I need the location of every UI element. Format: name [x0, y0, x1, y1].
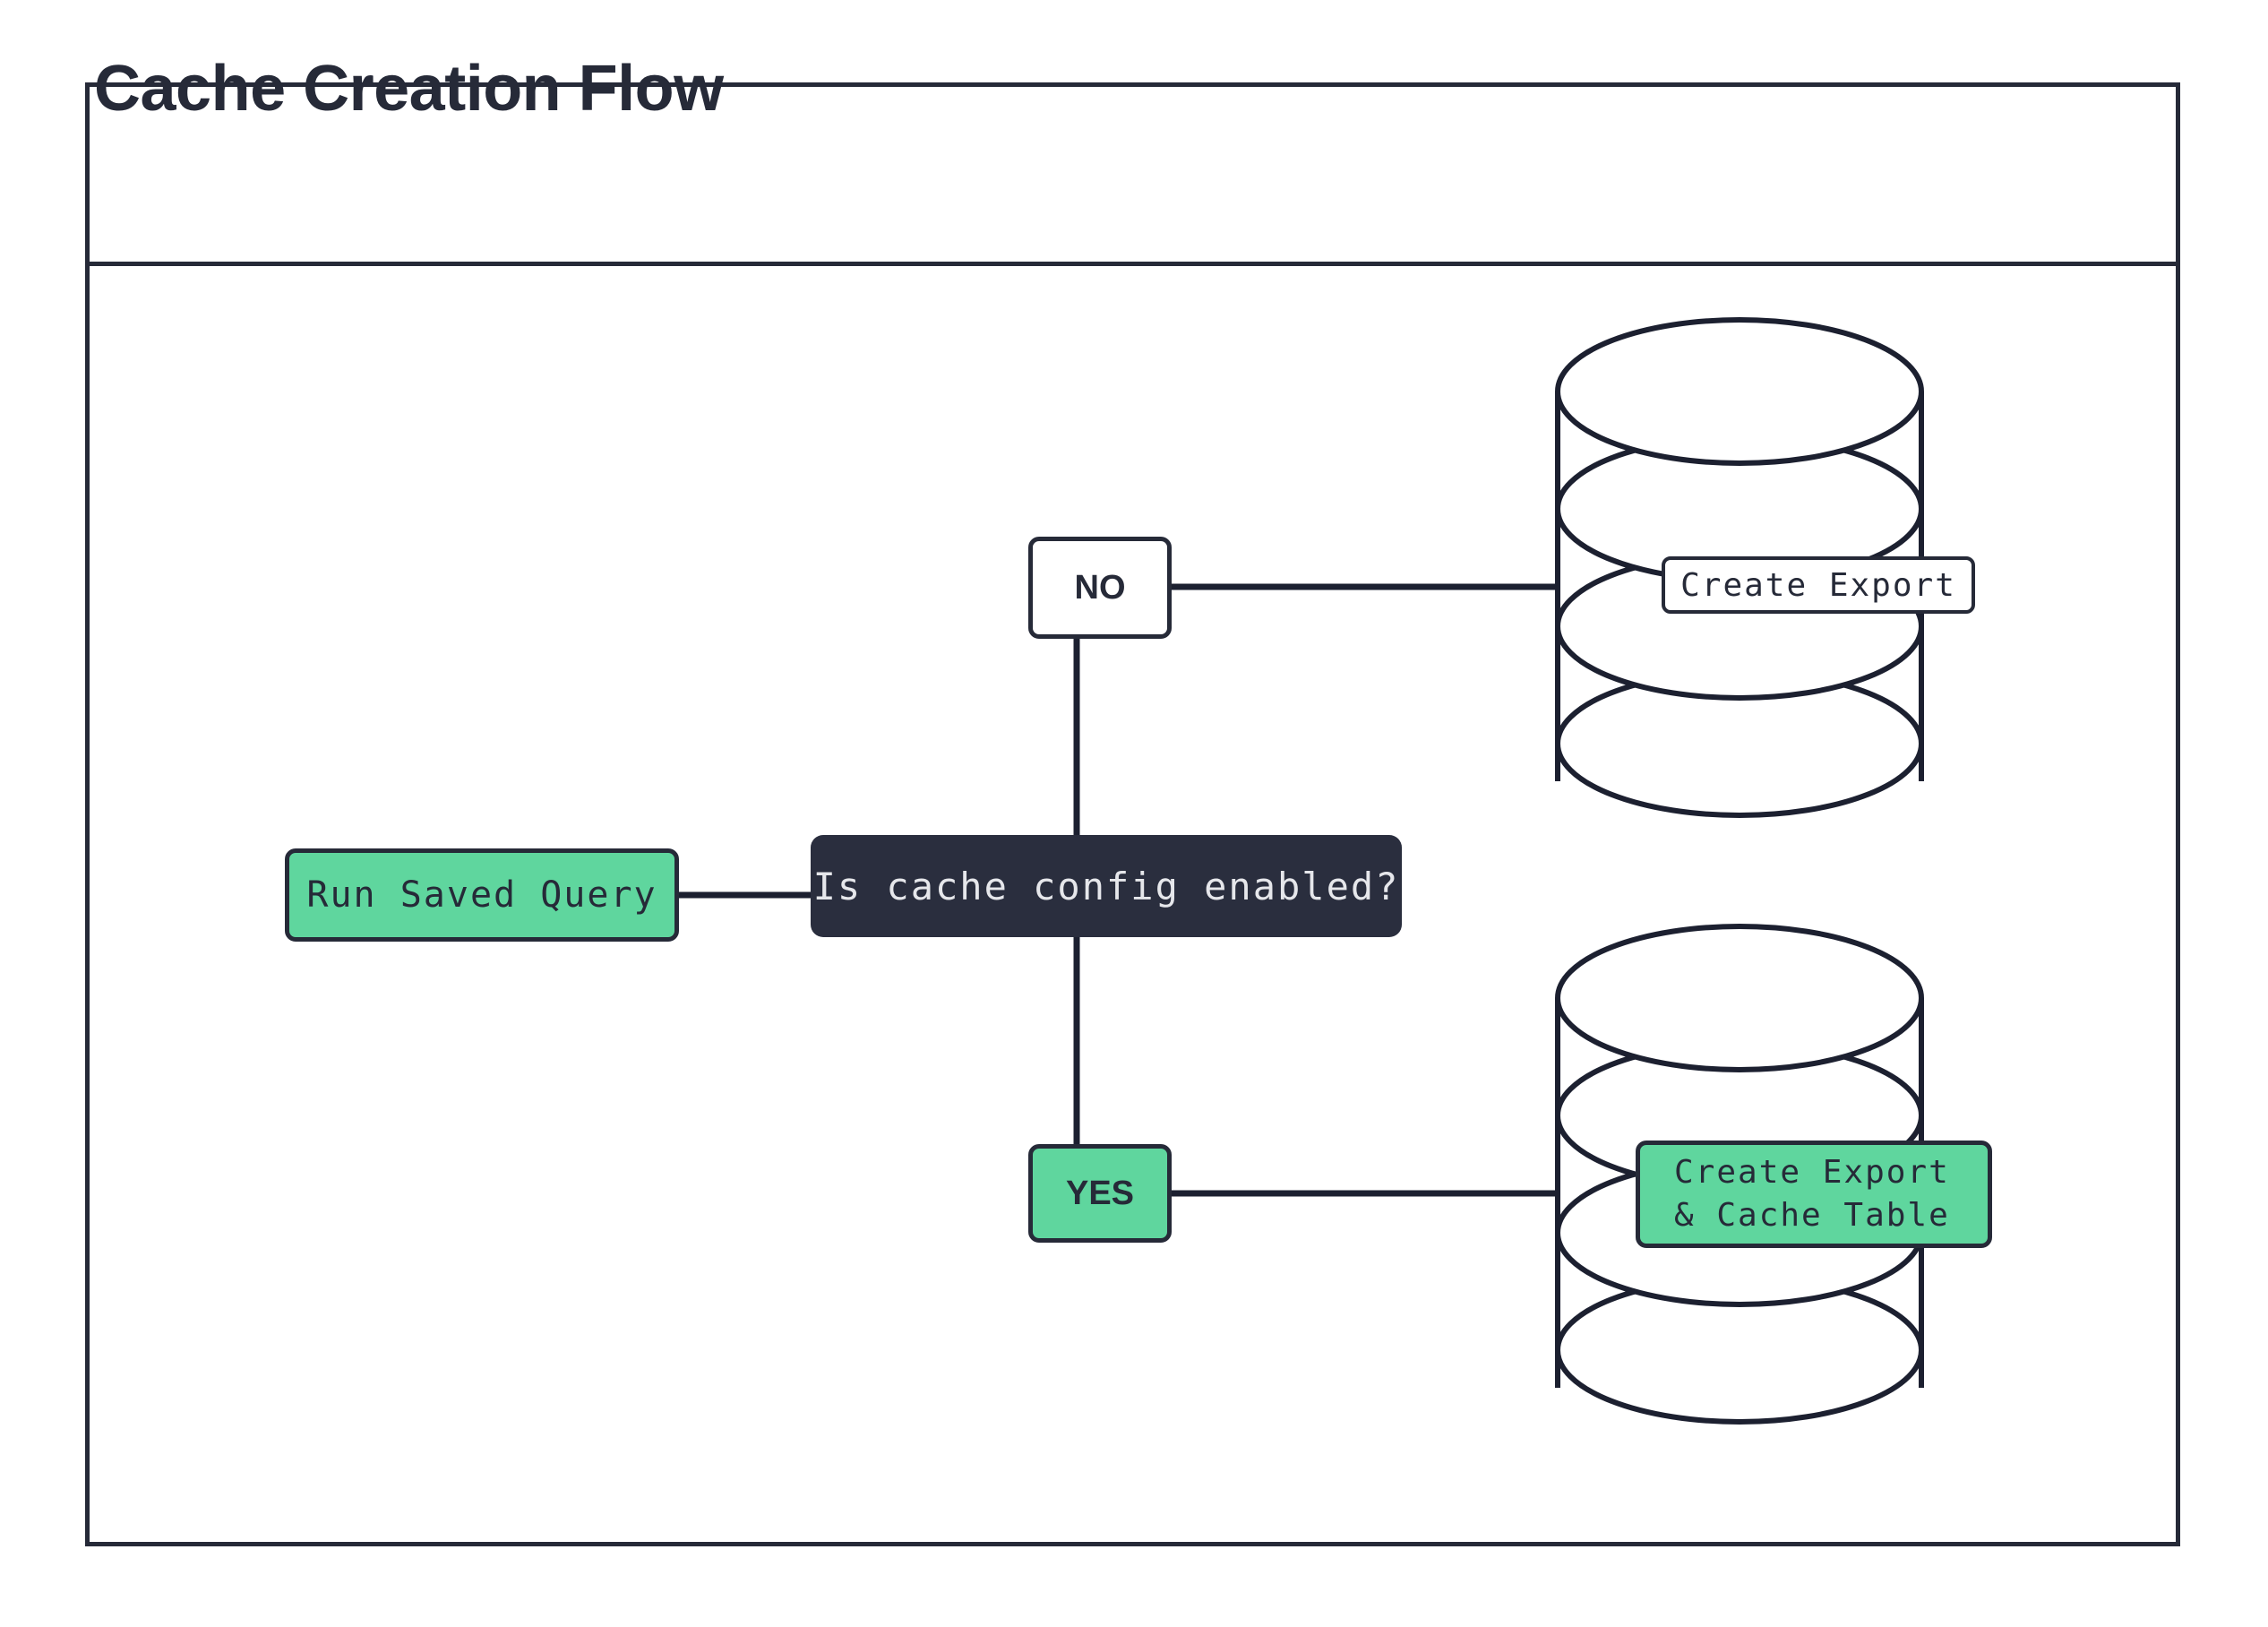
node-branch-no-label: NO: [1074, 568, 1126, 607]
node-store-cache-label-line2: & Cache Table: [1674, 1197, 1950, 1234]
page-title: Cache Creation Flow: [94, 53, 724, 125]
node-store-create-export-cache-table[interactable]: Create Export & Cache Table: [1636, 1141, 1992, 1248]
node-run-saved-query-label: Run Saved Query: [306, 874, 657, 916]
node-store-create-export-label: Create Export: [1680, 566, 1956, 604]
diagram-title-bar: [90, 87, 2176, 266]
node-store-cache-label-line1: Create Export: [1674, 1154, 1950, 1192]
node-branch-yes-label: YES: [1065, 1174, 1135, 1212]
node-store-create-export[interactable]: Create Export: [1662, 556, 1975, 614]
node-run-saved-query[interactable]: Run Saved Query: [285, 848, 679, 942]
node-branch-no[interactable]: NO: [1028, 537, 1172, 639]
node-decision-cache-config[interactable]: Is cache config enabled?: [811, 835, 1402, 937]
diagram-frame: [85, 82, 2180, 1546]
node-decision-label: Is cache config enabled?: [812, 864, 1400, 908]
node-branch-yes[interactable]: YES: [1028, 1144, 1172, 1243]
